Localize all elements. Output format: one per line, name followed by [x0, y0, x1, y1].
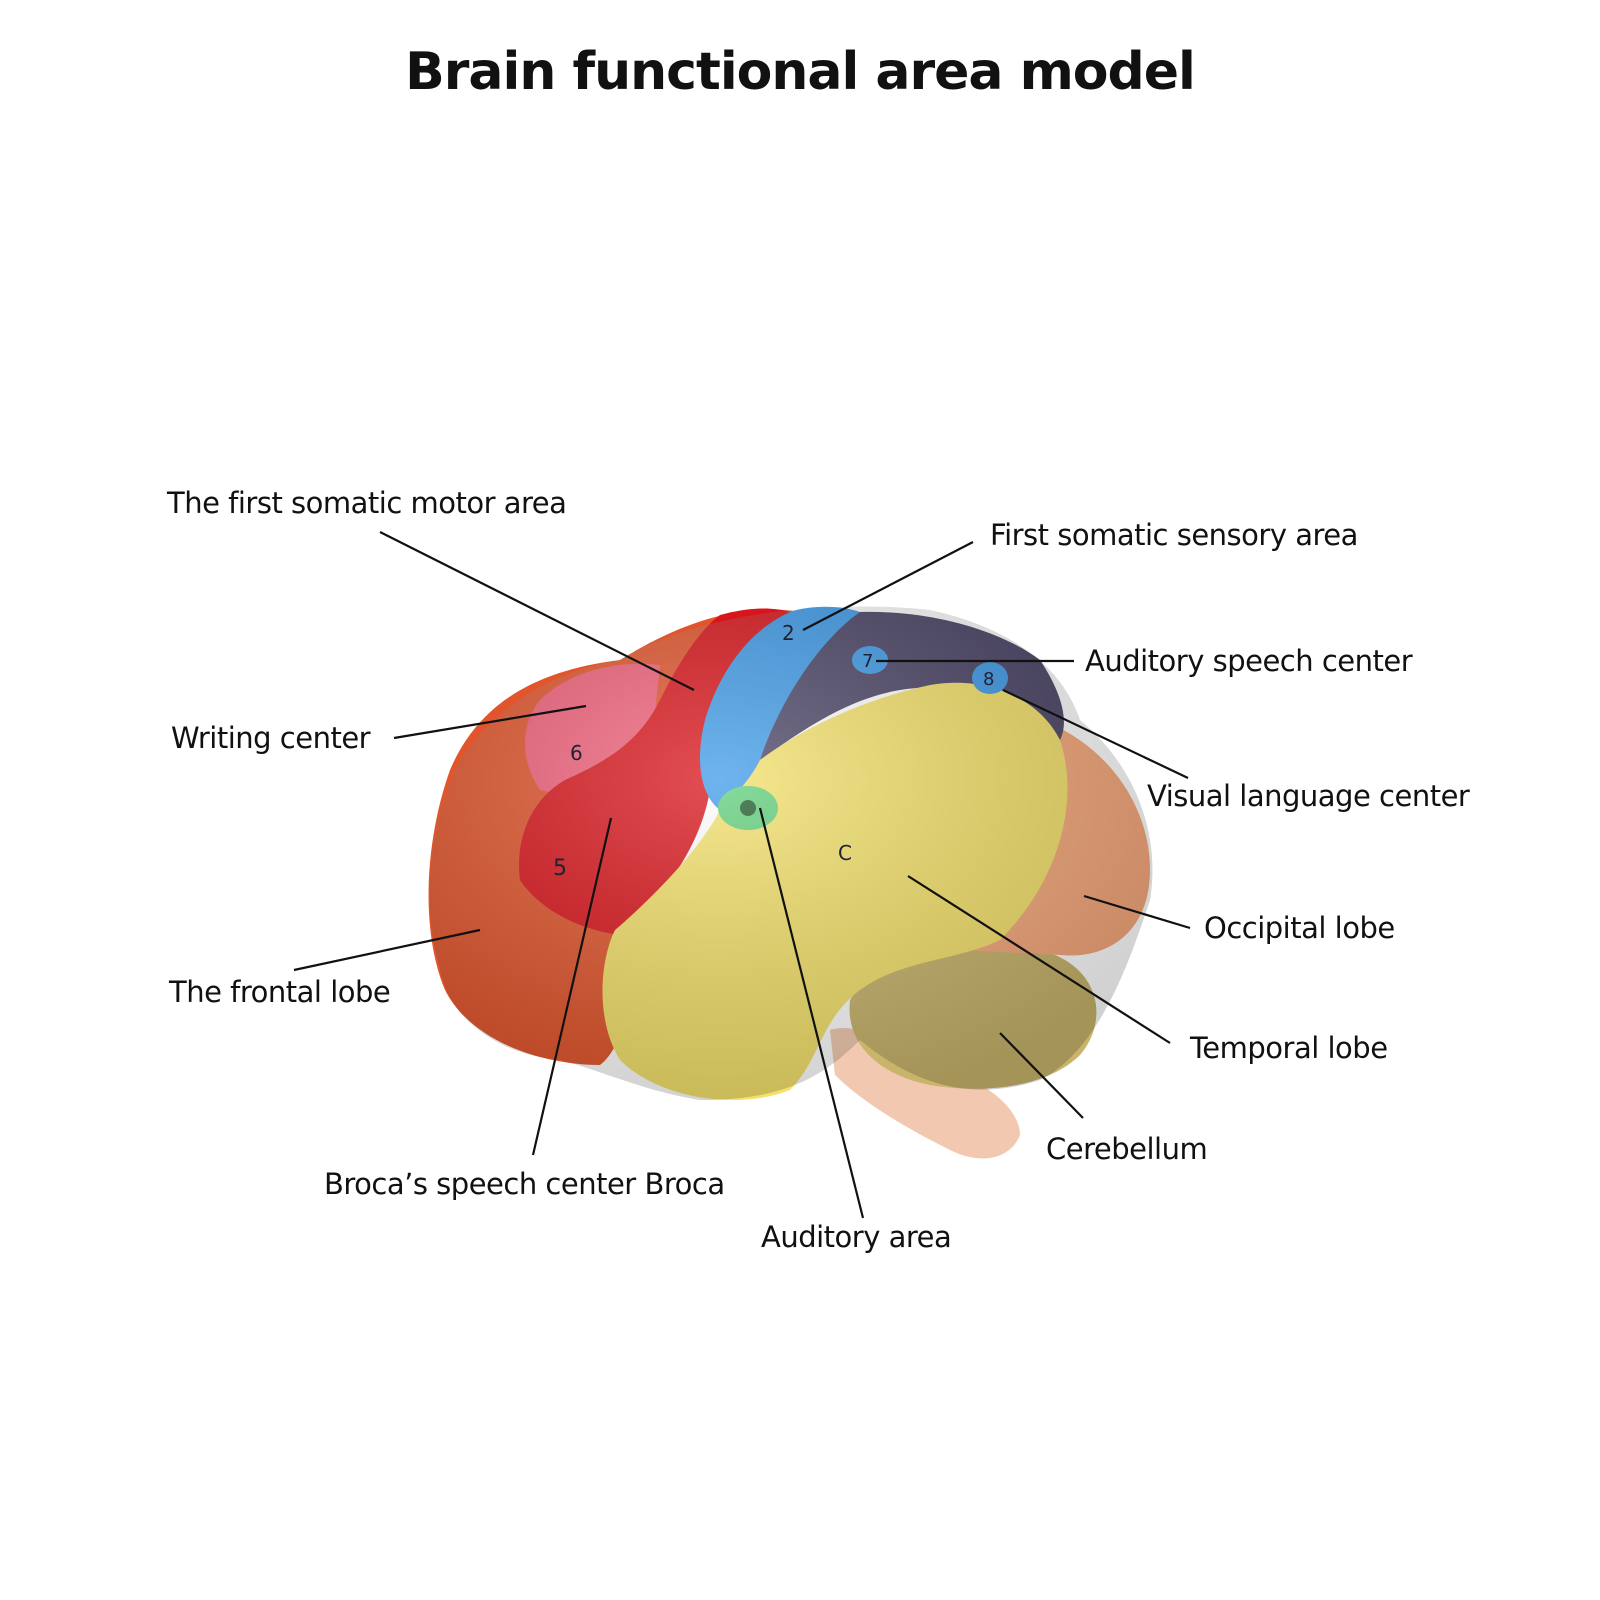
label-brocas-speech-center: Broca’s speech center Broca [324, 1167, 725, 1201]
leader-occipital-lobe [1083, 894, 1191, 930]
label-occipital-lobe: Occipital lobe [1204, 911, 1395, 945]
model-letter-c: C [838, 841, 852, 865]
leader-first-somatic-sensory-area [802, 541, 974, 631]
leader-cerebellum [999, 1032, 1084, 1119]
leader-auditory-area [758, 807, 865, 1219]
label-first-somatic-motor-area: The first somatic motor area [167, 486, 567, 520]
leader-frontal-lobe [293, 928, 481, 972]
leader-first-somatic-motor-area [379, 531, 695, 691]
label-temporal-lobe: Temporal lobe [1190, 1031, 1388, 1065]
leader-brocas-speech-center [531, 817, 613, 1156]
model-number-7: 7 [862, 651, 873, 672]
label-auditory-speech-center: Auditory speech center [1085, 644, 1413, 678]
label-frontal-lobe: The frontal lobe [169, 975, 391, 1009]
leader-writing-center [393, 704, 587, 740]
leader-temporal-lobe [907, 875, 1171, 1044]
model-number-5: 5 [553, 856, 567, 881]
model-number-8: 8 [983, 669, 994, 690]
model-number-2: 2 [782, 621, 795, 645]
label-writing-center: Writing center [171, 721, 371, 755]
diagram-title: Brain functional area model [405, 42, 1196, 102]
label-auditory-area: Auditory area [761, 1220, 952, 1254]
leader-visual-language-center [1002, 689, 1189, 779]
label-visual-language-center: Visual language center [1147, 779, 1470, 813]
label-first-somatic-sensory-area: First somatic sensory area [990, 518, 1358, 552]
brain-shading [429, 606, 1153, 1100]
label-cerebellum: Cerebellum [1046, 1132, 1208, 1166]
model-number-6: 6 [570, 741, 583, 765]
